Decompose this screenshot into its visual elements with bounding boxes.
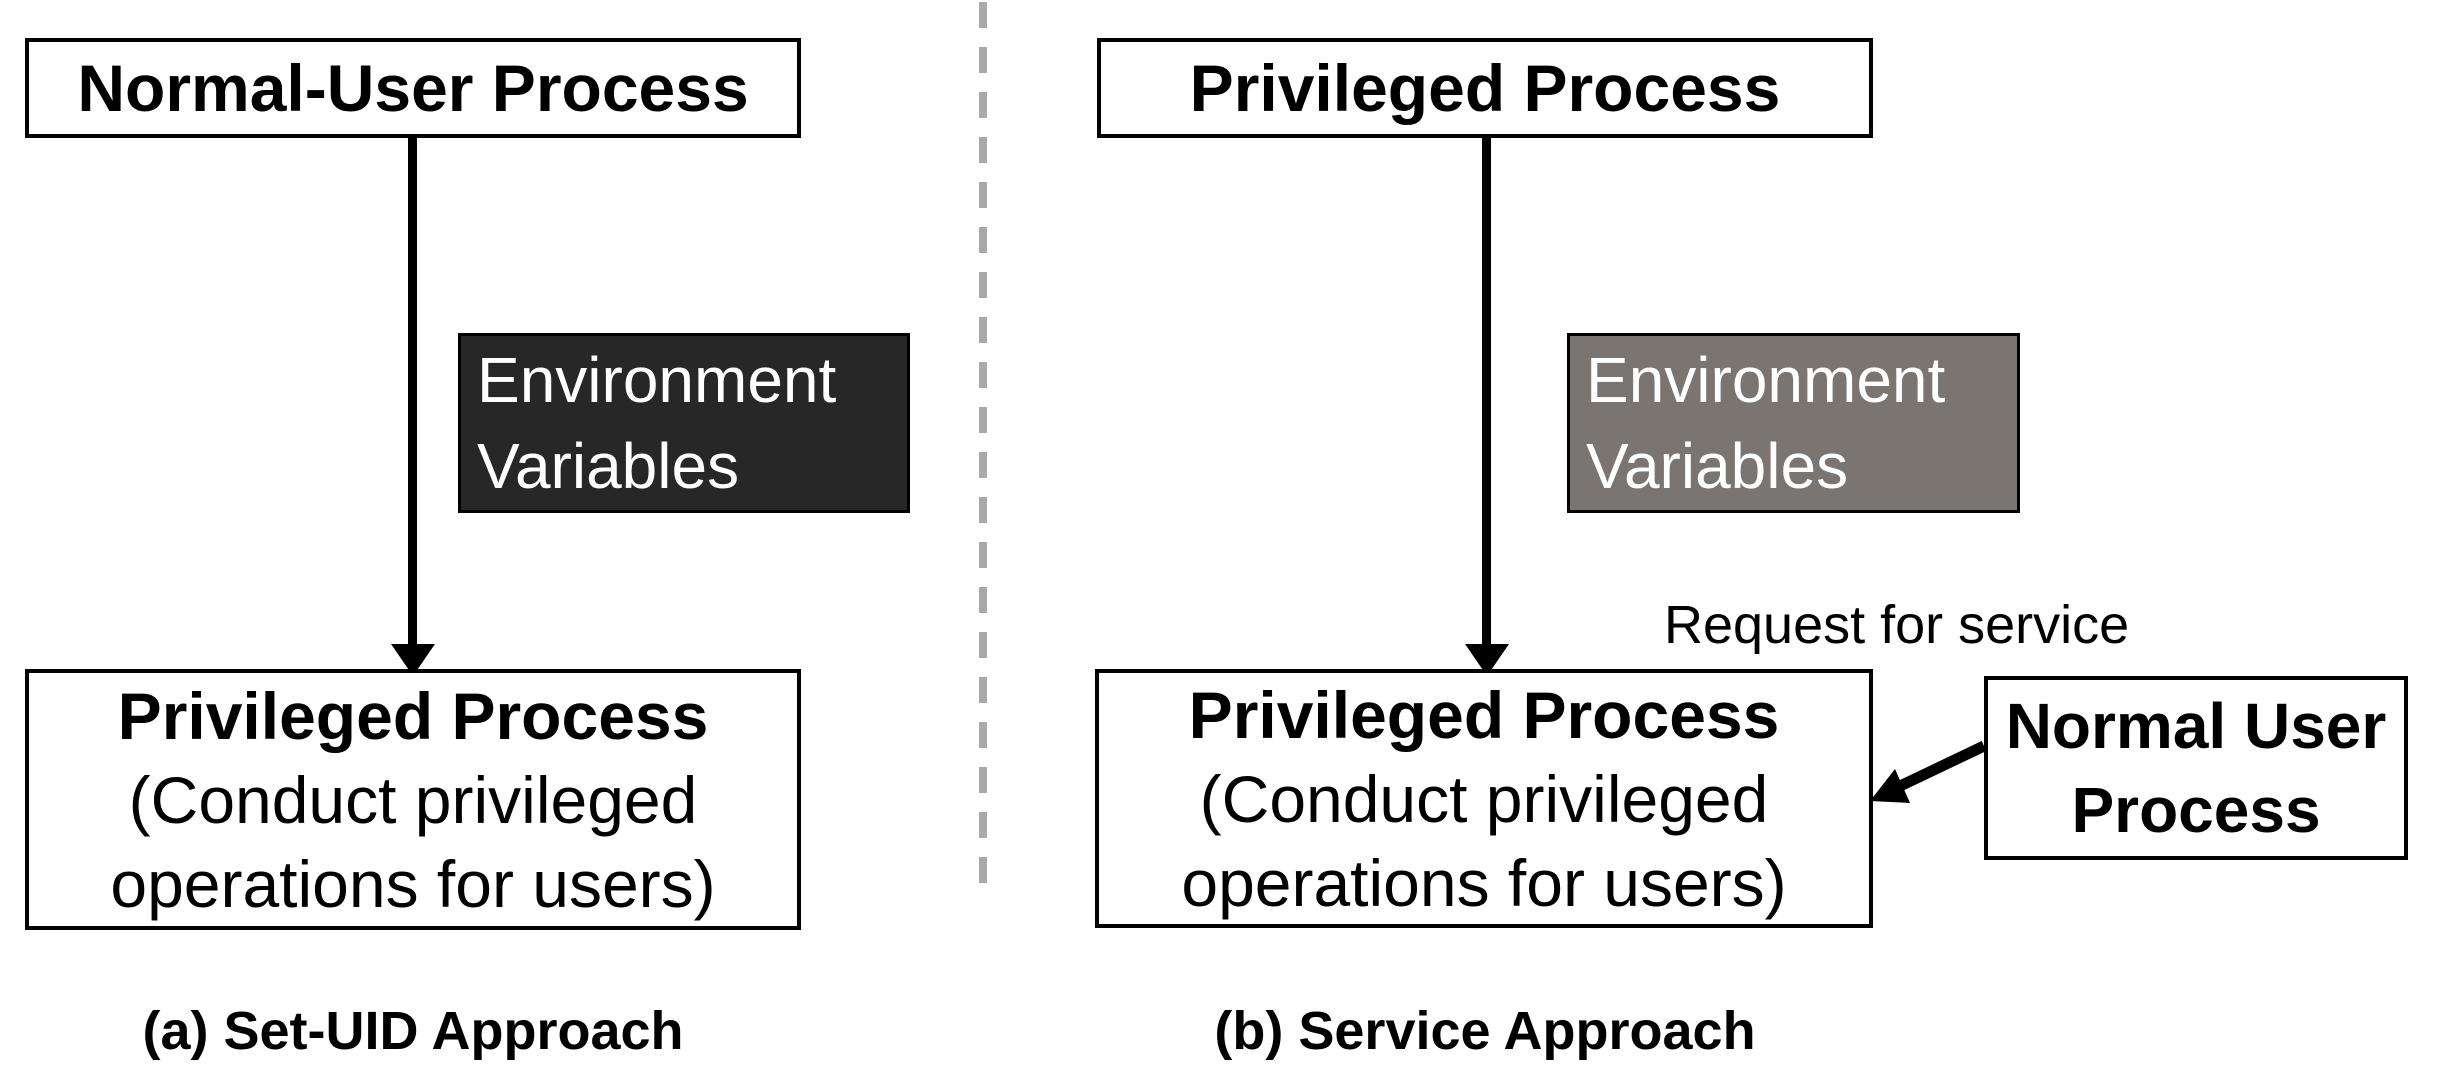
normal-user-label-b-line1: Normal User: [2005, 690, 2387, 762]
down-arrow-stem-a: [408, 136, 417, 648]
privileged-process-desc-a-line2: operations for users): [110, 846, 716, 921]
normal-user-process-box-a: Normal-User Process: [25, 38, 801, 138]
environment-variables-box-b: Environment Variables: [1567, 333, 2020, 513]
privileged-process-title-a: Privileged Process: [117, 678, 709, 753]
privileged-process-box-b: Privileged Process (Conduct privileged o…: [1095, 669, 1873, 928]
caption-setuid-approach: (a) Set-UID Approach: [142, 1001, 684, 1061]
privileged-process-top-box-b: Privileged Process: [1097, 38, 1873, 138]
environment-label-line1-b: Environment: [1586, 344, 1946, 416]
privileged-process-desc-a-line1: (Conduct privileged: [128, 762, 698, 837]
privileged-process-desc-b-line2: operations for users): [1181, 845, 1787, 920]
down-arrow-stem-b: [1482, 136, 1491, 648]
privileged-process-box-a: Privileged Process (Conduct privileged o…: [25, 669, 801, 930]
caption-service-approach: (b) Service Approach: [1214, 1001, 1756, 1061]
privileged-process-title-b: Privileged Process: [1188, 677, 1780, 752]
normal-user-process-box-b: Normal User Process: [1984, 676, 2408, 860]
request-arrow-left-icon: [1870, 741, 1987, 803]
privileged-process-desc-b-line1: (Conduct privileged: [1199, 761, 1769, 836]
panel-divider-dashed-line: [979, 2, 987, 902]
request-for-service-label: Request for service: [1664, 595, 2130, 655]
environment-variables-box-a: Environment Variables: [458, 333, 910, 513]
privileged-process-top-label-b: Privileged Process: [1189, 51, 1781, 125]
environment-label-line2: Variables: [477, 430, 740, 502]
environment-label-line2-b: Variables: [1586, 430, 1849, 502]
environment-label-line1: Environment: [477, 344, 837, 416]
normal-user-label-b-line2: Process: [2071, 774, 2321, 846]
normal-user-process-label: Normal-User Process: [77, 51, 749, 125]
